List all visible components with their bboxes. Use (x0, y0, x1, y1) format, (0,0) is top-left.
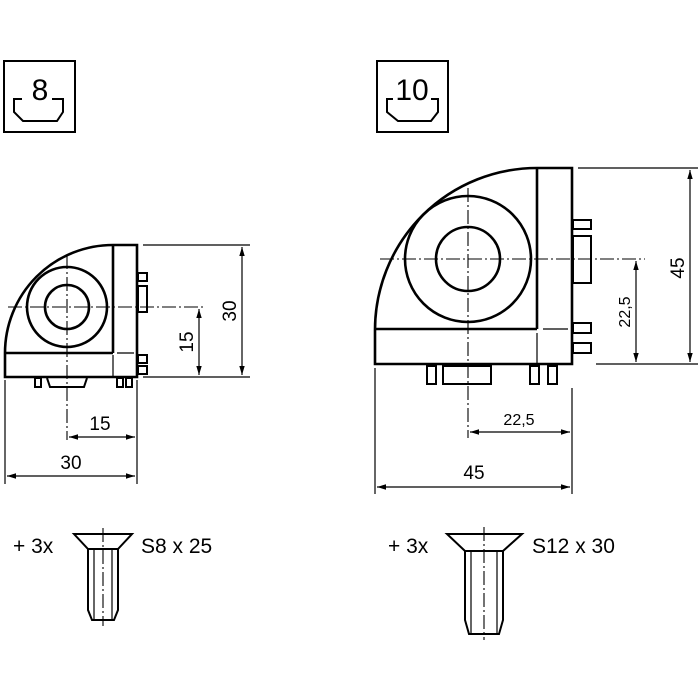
right-corner-connector (373, 166, 645, 438)
center-width-dimension: 15 (89, 414, 110, 435)
screw-quantity: + 3x (13, 535, 54, 558)
width-dimension: 30 (60, 453, 81, 474)
center-height-dimension: 22,5 (617, 296, 634, 327)
center-height-dimension: 15 (177, 331, 198, 352)
height-dimension: 45 (668, 257, 689, 278)
right-screw: + 3x S12 x 30 (388, 527, 615, 640)
profile-8-icon: 8 (3, 60, 76, 133)
screw-quantity: + 3x (388, 535, 429, 558)
screw-spec: S12 x 30 (532, 535, 615, 558)
profile-10-icon: 10 (376, 60, 449, 133)
left-dimensions: 30 15 15 30 (4, 244, 250, 484)
center-width-dimension: 22,5 (503, 412, 534, 429)
profile-size-label: 10 (395, 74, 428, 107)
left-corner-connector (3, 243, 205, 440)
height-dimension: 30 (220, 300, 241, 321)
countersunk-screw-icon (71, 528, 135, 626)
countersunk-screw-icon (444, 527, 525, 640)
profile-size-label: 8 (32, 74, 49, 107)
left-screw: + 3x S8 x 25 (13, 528, 212, 626)
screw-spec: S8 x 25 (141, 535, 212, 558)
right-dimensions: 45 22,5 22,5 45 (374, 167, 698, 494)
width-dimension: 45 (463, 463, 484, 484)
